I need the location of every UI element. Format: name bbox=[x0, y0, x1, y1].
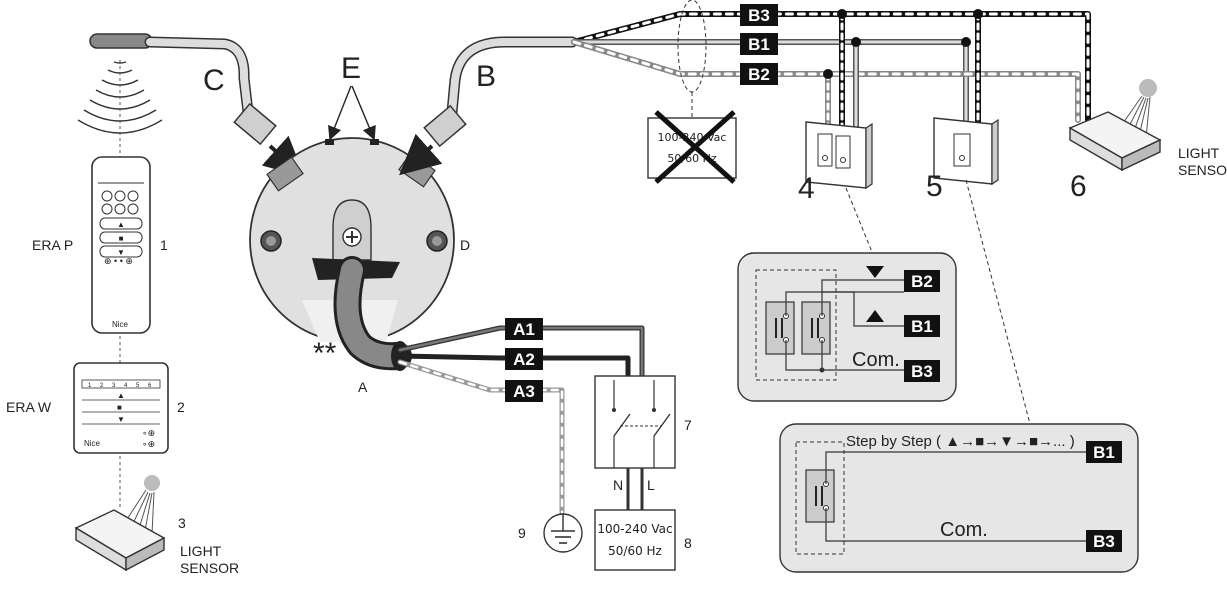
tag-a1: A1 bbox=[505, 318, 543, 340]
tag-b2: B2 bbox=[740, 63, 778, 85]
svg-text:2: 2 bbox=[100, 383, 104, 389]
inset-switch-5: Step by Step ( ▲→■→▼→■→... ) Com. B1 B3 bbox=[779, 423, 1139, 573]
svg-text:▼: ▼ bbox=[117, 415, 125, 424]
svg-text:B3: B3 bbox=[911, 362, 933, 381]
svg-text:⊕ • • ⊕: ⊕ • • ⊕ bbox=[104, 256, 133, 266]
label-n: N bbox=[613, 477, 623, 493]
label-d: D bbox=[460, 237, 470, 253]
switch-7 bbox=[594, 375, 676, 469]
tag-b3: B3 bbox=[740, 4, 778, 26]
label-2: 2 bbox=[177, 399, 185, 415]
wall-switch-4 bbox=[805, 121, 873, 190]
connector-b bbox=[423, 104, 467, 148]
light-sensor-left bbox=[74, 475, 166, 572]
svg-text:B1: B1 bbox=[911, 317, 933, 336]
light-sensor-right bbox=[1068, 79, 1162, 172]
wall-switch-5 bbox=[933, 117, 999, 186]
label-4: 4 bbox=[798, 172, 815, 205]
svg-text:B3: B3 bbox=[1093, 532, 1115, 551]
svg-text:∘⊕: ∘⊕ bbox=[142, 439, 155, 449]
svg-text:4: 4 bbox=[124, 383, 128, 389]
connector-c bbox=[233, 102, 277, 146]
svg-text:100-240 Vac: 100-240 Vac bbox=[597, 522, 672, 536]
light-sensor-left-line2: SENSOR bbox=[180, 560, 239, 576]
label-c: C bbox=[203, 64, 225, 97]
inset-bottom-com: Com. bbox=[940, 519, 988, 541]
svg-text:B1: B1 bbox=[1093, 443, 1115, 462]
svg-text:6: 6 bbox=[148, 383, 152, 389]
inset-switch-4: Com. B2 B1 B3 bbox=[737, 252, 957, 402]
svg-text:1: 1 bbox=[88, 383, 92, 389]
light-sensor-right-line2: SENSOR bbox=[1178, 162, 1227, 178]
svg-text:B2: B2 bbox=[911, 272, 933, 291]
tag-a2: A2 bbox=[505, 348, 543, 370]
svg-text:A2: A2 bbox=[513, 350, 535, 369]
remote-era-p: ▲ ■ ▼ ⊕ • • ⊕ Nice bbox=[91, 156, 151, 334]
nice-logo-w: Nice bbox=[84, 439, 101, 448]
svg-text:▲: ▲ bbox=[117, 220, 125, 229]
svg-text:A3: A3 bbox=[513, 382, 535, 401]
label-l: L bbox=[647, 477, 655, 493]
svg-text:B2: B2 bbox=[748, 65, 770, 84]
sensor-head bbox=[89, 33, 153, 49]
label-1: 1 bbox=[160, 237, 168, 253]
label-6: 6 bbox=[1070, 170, 1087, 203]
label-e: E bbox=[341, 52, 361, 85]
label-9: 9 bbox=[518, 525, 526, 541]
svg-text:50/60 Hz: 50/60 Hz bbox=[608, 544, 662, 558]
svg-text:3: 3 bbox=[112, 383, 116, 389]
label-7: 7 bbox=[684, 417, 692, 433]
crossed-power-box: 100-240 Vac 50/60 Hz bbox=[647, 110, 737, 184]
label-stars: ** bbox=[313, 337, 337, 370]
svg-text:A1: A1 bbox=[513, 320, 535, 339]
ground-icon bbox=[543, 513, 583, 553]
light-sensor-left-line1: LIGHT bbox=[180, 543, 222, 559]
label-8: 8 bbox=[684, 535, 692, 551]
remote-era-w: 1 2 3 4 5 6 ▲ ■ ▼ Nice ∘⊕ ∘⊕ bbox=[73, 362, 169, 454]
svg-text:■: ■ bbox=[117, 403, 122, 412]
label-era-w: ERA W bbox=[6, 399, 52, 415]
svg-text:5: 5 bbox=[136, 383, 140, 389]
label-3: 3 bbox=[178, 515, 186, 531]
svg-text:B1: B1 bbox=[748, 35, 770, 54]
svg-text:B3: B3 bbox=[748, 6, 770, 25]
light-sensor-right-line1: LIGHT bbox=[1178, 145, 1220, 161]
inset-bottom-title: Step by Step ( ▲→■→▼→■→... ) bbox=[846, 433, 1075, 450]
svg-text:■: ■ bbox=[119, 234, 124, 243]
svg-text:▲: ▲ bbox=[117, 391, 125, 400]
label-era-p: ERA P bbox=[32, 237, 73, 253]
svg-text:▼: ▼ bbox=[117, 248, 125, 257]
tag-b1: B1 bbox=[740, 33, 778, 55]
nice-logo: Nice bbox=[112, 320, 129, 329]
label-a: A bbox=[358, 379, 368, 395]
inset-top-com: Com. bbox=[852, 349, 900, 371]
tag-a3: A3 bbox=[505, 380, 543, 402]
svg-text:∘⊕: ∘⊕ bbox=[142, 428, 155, 438]
label-5: 5 bbox=[926, 170, 943, 203]
label-b: B bbox=[476, 60, 496, 93]
power-supply-box: 100-240 Vac 50/60 Hz bbox=[594, 509, 676, 571]
